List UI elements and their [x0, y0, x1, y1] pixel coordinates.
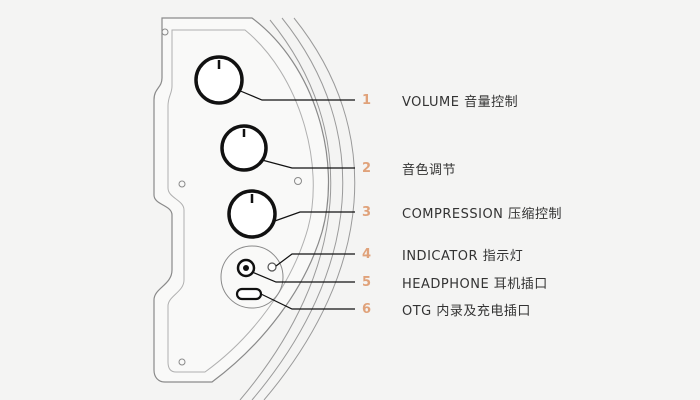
callout-label: VOLUME 音量控制 [402, 94, 519, 110]
outer-band-1 [239, 19, 332, 400]
callout-number: 2 [362, 160, 372, 176]
jack-panel-outline [220, 245, 284, 309]
callout-number: 4 [362, 246, 372, 262]
callout-number: 6 [362, 301, 372, 317]
callout-number: 5 [362, 274, 372, 290]
headphone-jack [236, 258, 256, 278]
leader-line-6 [260, 293, 355, 310]
callout-indicator: 4 INDICATOR 指示灯 [362, 244, 523, 264]
callout-tone: 2 音色调节 [362, 158, 456, 178]
callout-label: HEADPHONE 耳机插口 [402, 276, 548, 292]
volume-knob [194, 55, 244, 105]
otg-port [235, 287, 263, 301]
screw [178, 358, 186, 366]
callout-label: OTG 内录及充电插口 [402, 303, 531, 319]
compression-knob [227, 189, 277, 239]
callout-label: 音色调节 [402, 162, 457, 178]
callout-headphone: 5 HEADPHONE 耳机插口 [362, 272, 548, 292]
screw [178, 180, 186, 188]
callout-number: 3 [362, 204, 372, 220]
screw [161, 28, 169, 36]
callout-number: 1 [362, 92, 372, 108]
outer-band-3 [263, 17, 356, 400]
leader-line-5 [251, 271, 355, 283]
leader-line-4 [275, 253, 355, 267]
tone-knob [220, 124, 268, 172]
screw [294, 177, 302, 185]
callout-compression: 3 COMPRESSION 压缩控制 [362, 202, 562, 222]
leader-line-2 [261, 159, 355, 169]
callout-volume: 1 VOLUME 音量控制 [362, 90, 518, 110]
leader-line-1 [237, 89, 355, 101]
callout-label: INDICATOR 指示灯 [402, 248, 524, 264]
outer-band-2 [251, 17, 344, 400]
callout-label: COMPRESSION 压缩控制 [402, 206, 563, 222]
callout-otg: 6 OTG 内录及充电插口 [362, 299, 531, 319]
leader-line-3 [271, 211, 355, 223]
indicator-light [267, 262, 277, 272]
